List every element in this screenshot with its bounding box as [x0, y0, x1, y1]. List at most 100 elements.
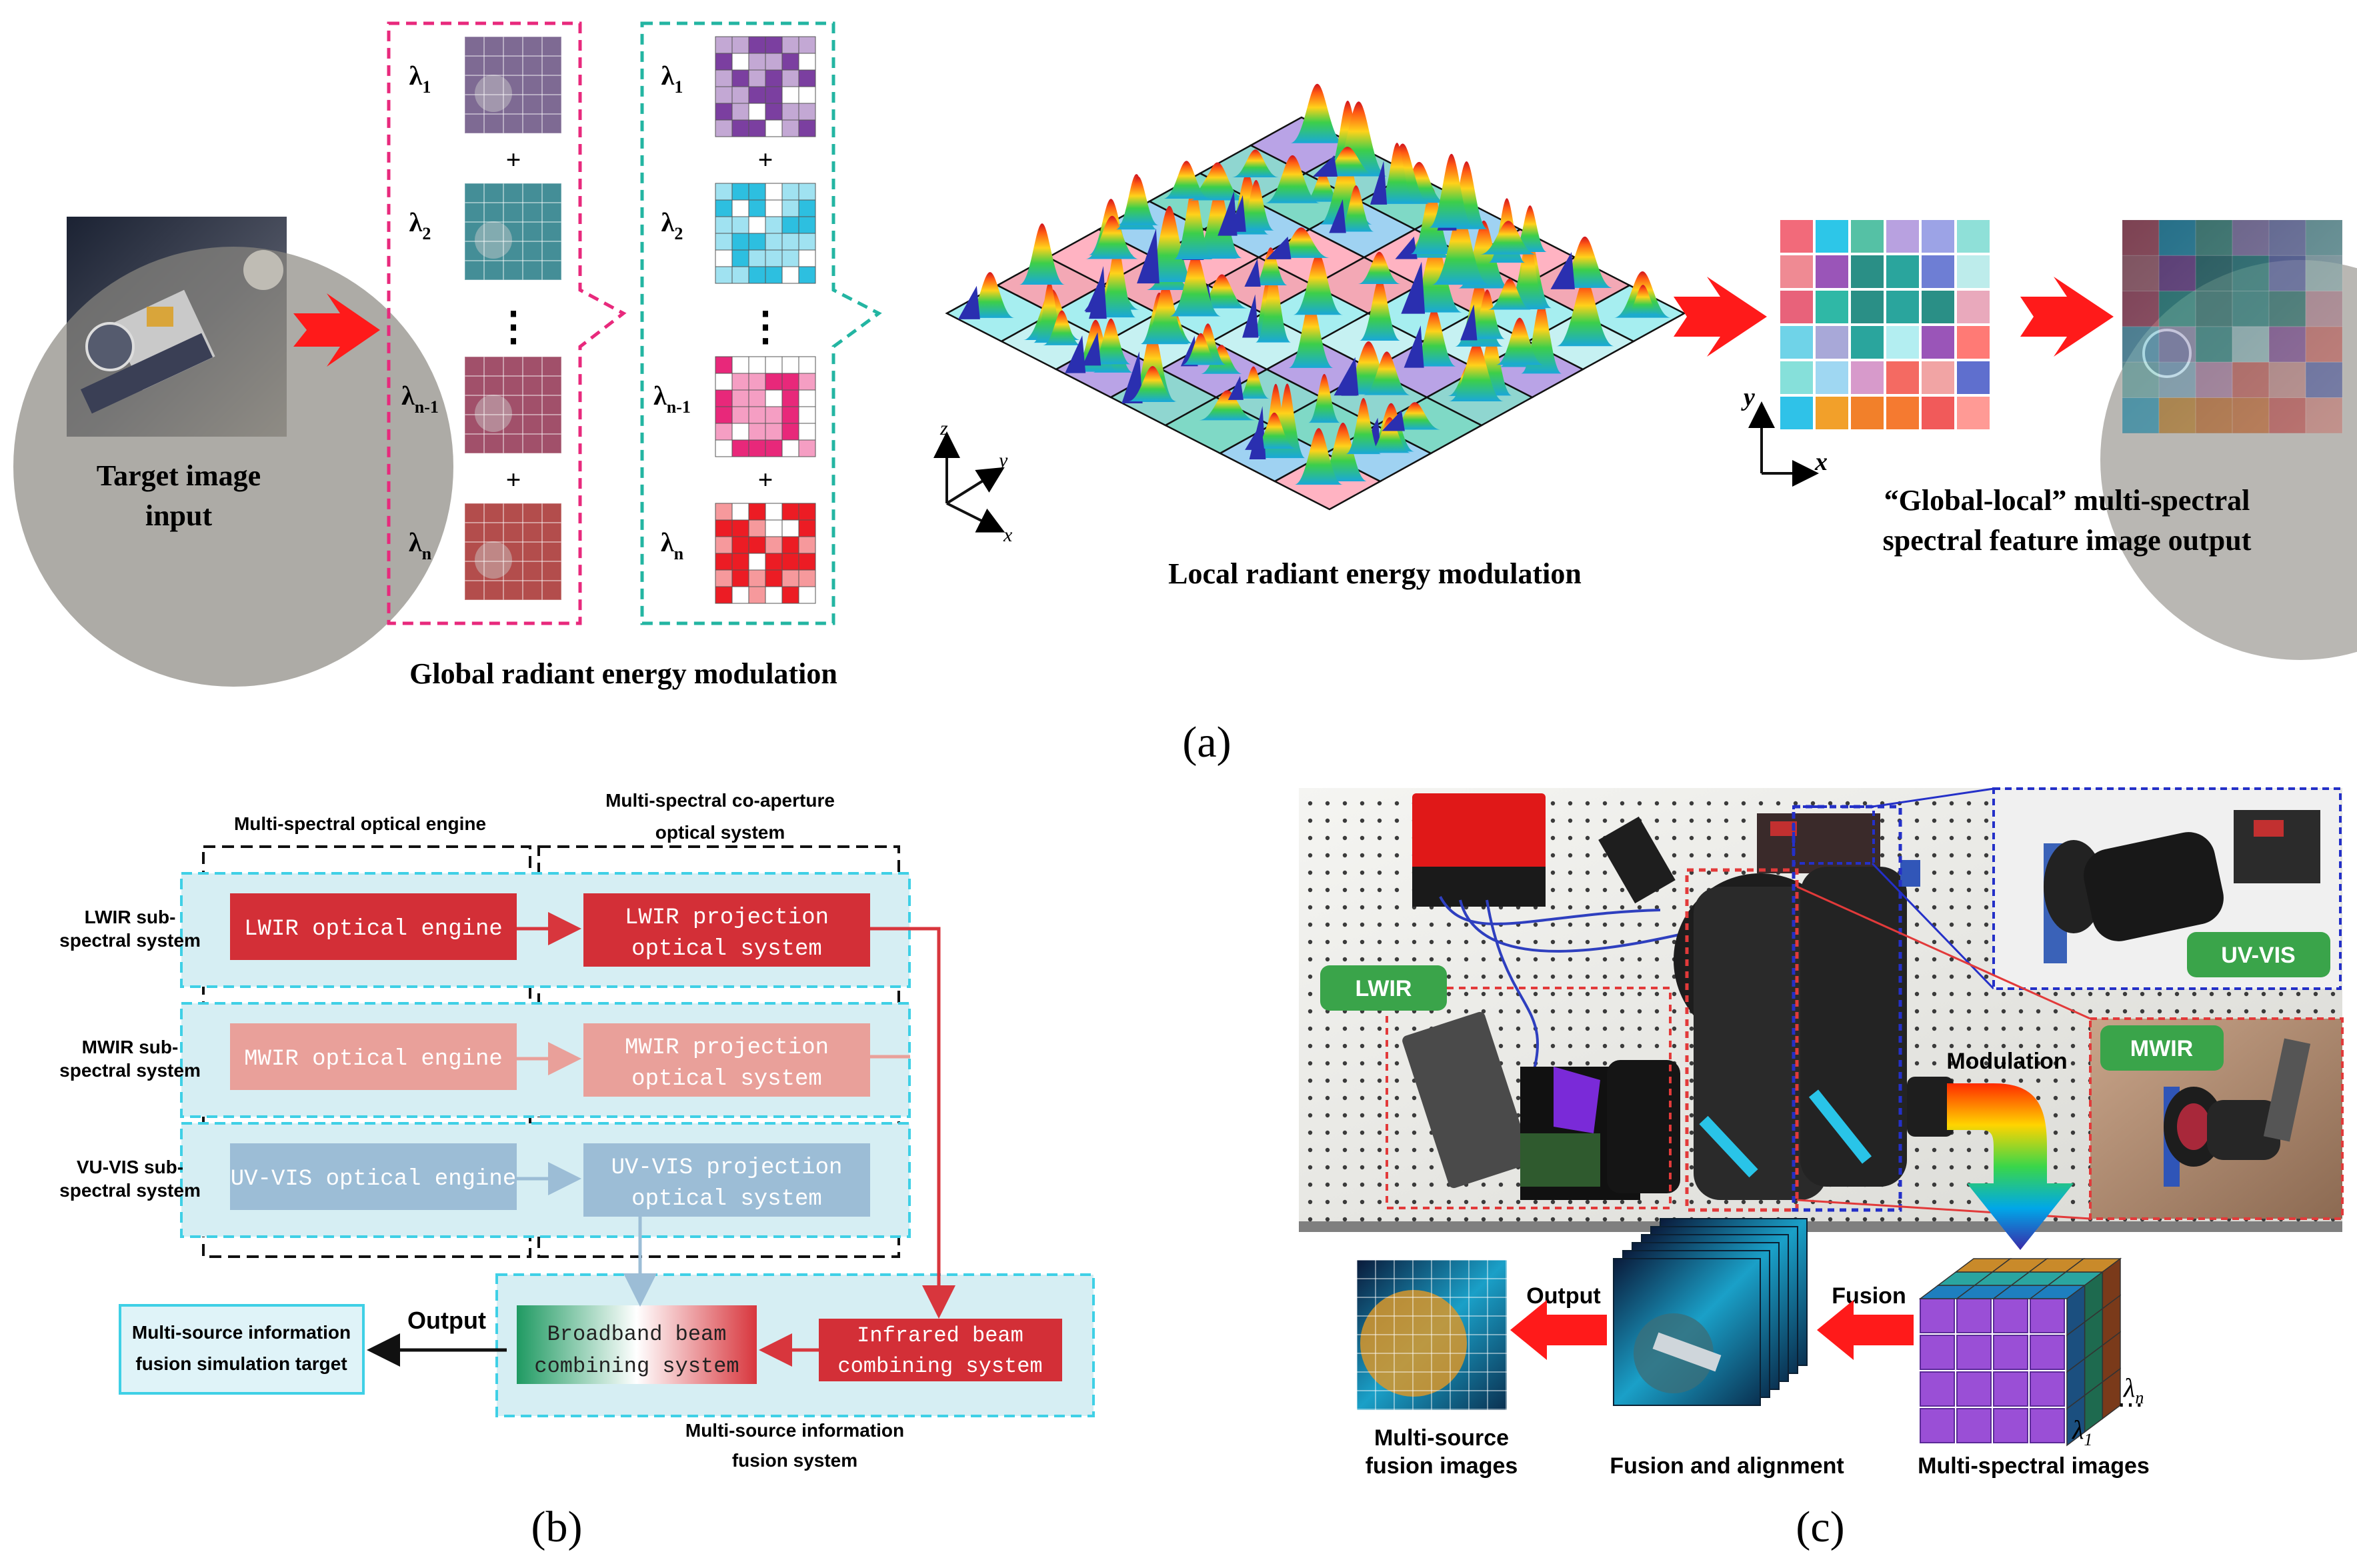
panel-c-letter: (c)	[1796, 1503, 1844, 1551]
row-label-line1: LWIR sub-	[85, 907, 176, 927]
lambda-label-global-2: λ2	[409, 207, 431, 243]
panel-c: LWIR UV-VIS MWIR Modulation	[1299, 787, 2344, 1551]
grid-axis-x-label: x	[1814, 448, 1828, 476]
projection-label-line1: MWIR projection	[625, 1035, 829, 1061]
multisource-fusion-image	[1356, 1259, 1507, 1410]
target-label-line2: input	[145, 499, 213, 532]
infrared-label-line1: Infrared beam	[857, 1323, 1023, 1348]
fusion-target-line1: Multi-source information	[132, 1322, 351, 1343]
flow-arrow-3	[2020, 277, 2114, 357]
row-label-line2: spectral system	[59, 1060, 201, 1081]
broadband-label-line1: Broadband beam	[547, 1322, 727, 1347]
feature-cell	[1851, 397, 1884, 429]
feature-cell	[1886, 291, 1919, 323]
feature-cell	[1816, 220, 1848, 253]
mask-tile-2	[715, 183, 816, 284]
panel-a-letter: (a)	[1182, 718, 1231, 767]
uvvis-tag	[2187, 932, 2330, 977]
feature-cell	[1816, 326, 1848, 359]
feature-cell	[1780, 361, 1813, 394]
col1-header: Multi-spectral optical engine	[234, 813, 486, 834]
uvvis-top-region	[1792, 805, 1875, 865]
target-image	[13, 217, 453, 687]
broadband-box	[517, 1305, 757, 1384]
red-enclosure	[1412, 793, 1701, 1094]
projection-box	[583, 1143, 870, 1217]
feature-cell	[1886, 220, 1919, 253]
lambda-dots: ⋯	[2117, 1389, 2144, 1419]
uvvis-inset-device	[2044, 810, 2320, 963]
mwir-leader-1	[1796, 885, 2091, 1020]
panel-b: Multi-spectral optical engine Multi-spec…	[59, 790, 1095, 1551]
plus-sign: +	[758, 145, 773, 175]
global-modulation-box	[387, 21, 627, 625]
mask-tile-3	[715, 356, 816, 457]
lambda-label-mask-4: λn	[661, 527, 684, 563]
fusion-label-line2: fusion system	[732, 1450, 857, 1471]
output-label-line1: “Global-local” multi-spectral	[1884, 484, 2250, 517]
projection-label-line2: optical system	[631, 1187, 822, 1212]
feature-cell	[1957, 326, 1990, 359]
xyz-axes	[933, 431, 1005, 533]
uvvis-leader-2	[1871, 862, 1995, 990]
infrared-box	[819, 1319, 1062, 1381]
lwir-route-arrow	[870, 927, 955, 1319]
lambda-label-global-4: λn	[409, 527, 432, 563]
global-tile-1	[464, 36, 562, 134]
fusion-alignment-stack	[1613, 1218, 1808, 1406]
mwir-tag	[2100, 1025, 2224, 1071]
feature-cell	[1816, 291, 1848, 323]
lambda-1-label: λ1	[2072, 1415, 2092, 1449]
feature-cell	[1886, 255, 1919, 288]
lambda-n-label: λn	[2123, 1373, 2144, 1407]
feature-cell	[1922, 291, 1954, 323]
feature-cell	[1780, 220, 1813, 253]
uvvis-region	[1792, 805, 1902, 1212]
feature-cell	[1816, 255, 1848, 288]
lwir-assembly	[1402, 1011, 1680, 1200]
broadband-label-line2: combining system	[534, 1354, 739, 1379]
flow-arrow-2	[1674, 277, 1767, 357]
feature-cell	[1922, 397, 1954, 429]
row-label-line1: VU-VIS sub-	[77, 1157, 183, 1177]
msf-label-line2: fusion images	[1366, 1453, 1518, 1479]
global-tile-4	[464, 503, 562, 601]
feature-cell	[1851, 291, 1884, 323]
target-label-line1: Target image	[97, 459, 261, 492]
feature-cell	[1816, 361, 1848, 394]
fusion-target-line2: fusion simulation target	[135, 1353, 347, 1374]
lambda-label-global-3: λn-1	[401, 381, 439, 417]
modulation-label: Modulation	[1946, 1049, 2067, 1074]
projection-label-line2: optical system	[631, 937, 822, 962]
plus-sign: +	[506, 145, 521, 175]
subsystem-rows: LWIR sub-spectral system LWIR optical eng…	[59, 872, 911, 1238]
feature-cell	[1780, 291, 1813, 323]
global-modulation-label: Global radiant energy modulation	[409, 657, 837, 690]
feature-cell	[1957, 361, 1990, 394]
lambda-label-mask-1: λ1	[661, 61, 683, 97]
fusion-arrow	[1817, 1300, 1914, 1360]
feature-cell	[1851, 220, 1884, 253]
optical-engine-label: UV-VIS optical engine	[231, 1167, 516, 1192]
lwir-tag	[1320, 965, 1447, 1011]
modulation-arrow	[1947, 1083, 2074, 1250]
msf-label-line1: Multi-source	[1374, 1425, 1509, 1451]
col2-header-line1: Multi-spectral co-aperture	[605, 790, 835, 811]
optical-engine-label: LWIR optical engine	[244, 917, 503, 942]
row-label-line2: spectral system	[59, 1180, 201, 1201]
axis-y-label: y	[997, 449, 1008, 471]
uvvis-tag-label: UV-VIS	[2221, 943, 2295, 968]
feature-color-grid	[1780, 220, 1990, 429]
fusion-label: Fusion	[1832, 1283, 1906, 1309]
feature-cell	[1922, 361, 1954, 394]
output-arrow-c	[1510, 1300, 1607, 1360]
local-modulation-box	[640, 21, 882, 625]
lambda-label-mask-3: λn-1	[653, 381, 691, 417]
mask-tile-1	[715, 36, 816, 137]
local-modulation-label: Local radiant energy modulation	[1168, 557, 1582, 590]
plus-sign: +	[758, 465, 773, 495]
fusion-alignment-label: Fusion and alignment	[1610, 1453, 1844, 1479]
col2-header-line2: optical system	[655, 822, 785, 843]
